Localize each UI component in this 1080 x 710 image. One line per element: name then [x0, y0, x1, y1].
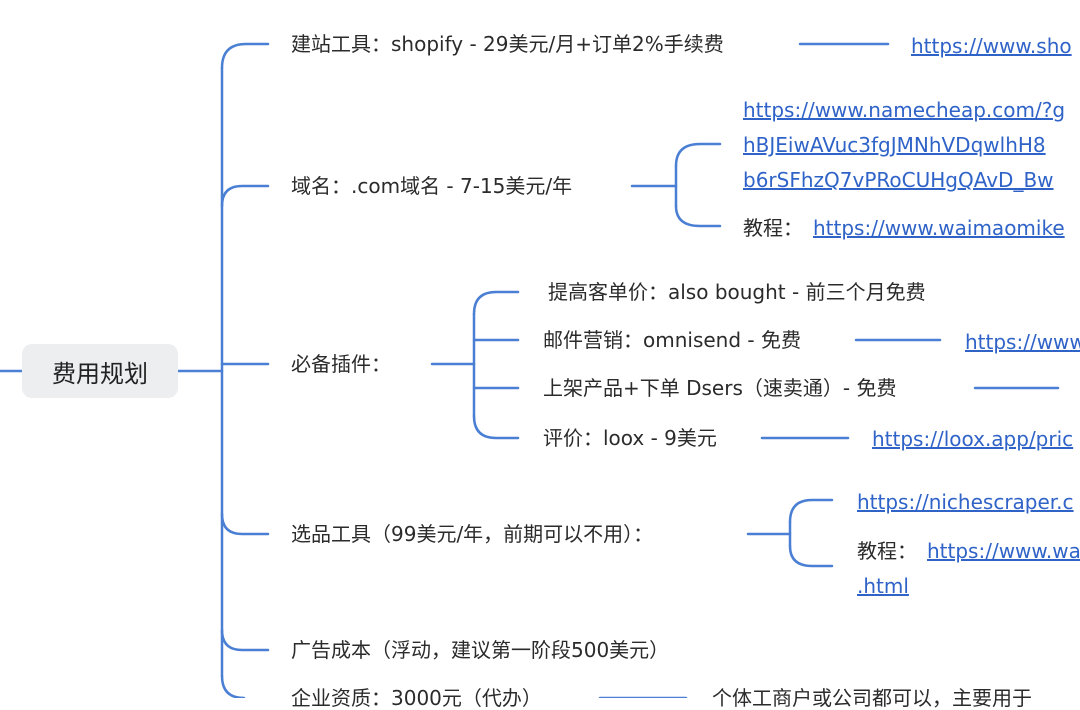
connector-domain-bracket-top	[674, 142, 722, 168]
connector-ads	[220, 628, 270, 652]
node-domain[interactable]: 域名：.com域名 - 7-15美元/年	[291, 174, 573, 198]
selection-tutorial-label: 教程：	[857, 539, 917, 563]
node-plugins[interactable]: 必备插件：	[291, 352, 391, 376]
link-omnisend[interactable]: https://www	[965, 330, 1080, 354]
link-shopify[interactable]: https://www.sho	[911, 34, 1072, 58]
connector-selection-bracket-bottom	[788, 544, 834, 568]
node-ads-cost[interactable]: 广告成本（浮动，建议第一阶段500美元）	[291, 638, 670, 662]
link-domain-tutorial[interactable]: https://www.waimaomike	[813, 216, 1065, 240]
root-node-cost-planning[interactable]: 费用规划	[22, 344, 178, 398]
node-company-note[interactable]: 个体工商户或公司都可以，主要用于	[712, 686, 1032, 710]
node-plugin-also-bought[interactable]: 提高客单价：also bought - 前三个月免费	[548, 280, 926, 304]
node-plugin-omnisend[interactable]: 邮件营销：omnisend - 免费	[543, 328, 801, 352]
node-site-tool[interactable]: 建站工具：shopify - 29美元/月+订单2%手续费	[291, 32, 724, 56]
connector-plugins-bracket-bottom	[472, 414, 520, 440]
connector-domain-bracket-bottom	[674, 204, 722, 228]
connector-trunk-bottom	[220, 674, 246, 698]
connector-selection	[220, 512, 270, 536]
node-plugin-dsers[interactable]: 上架产品+下单 Dsers（速卖通）- 免费	[543, 376, 897, 400]
domain-tutorial-label: 教程：	[743, 216, 803, 240]
node-company-qualification[interactable]: 企业资质：3000元（代办）	[291, 686, 542, 710]
link-namecheap-1[interactable]: https://www.namecheap.com/?g	[743, 98, 1066, 122]
connector-selection-bracket-top	[788, 498, 834, 524]
connector-domain	[220, 184, 270, 208]
link-loox[interactable]: https://loox.app/pric	[872, 427, 1074, 451]
connector-trunk-top	[220, 42, 270, 70]
node-selection-tool[interactable]: 选品工具（99美元/年，前期可以不用）：	[291, 522, 654, 546]
link-selection-tutorial-cont[interactable]: .html	[857, 574, 909, 598]
node-plugin-loox[interactable]: 评价：loox - 9美元	[543, 426, 717, 450]
link-namecheap-3[interactable]: b6rSFhzQ7vPRoCUHgQAvD_Bw	[743, 168, 1054, 192]
connector-plugins-bracket-top	[472, 290, 520, 316]
link-selection-tutorial[interactable]: https://www.wa	[927, 539, 1080, 563]
link-namecheap-2[interactable]: hBJEiwAVuc3fgJMNhVDqwlhH8	[743, 133, 1046, 157]
link-nichescraper[interactable]: https://nichescraper.c	[857, 490, 1074, 514]
